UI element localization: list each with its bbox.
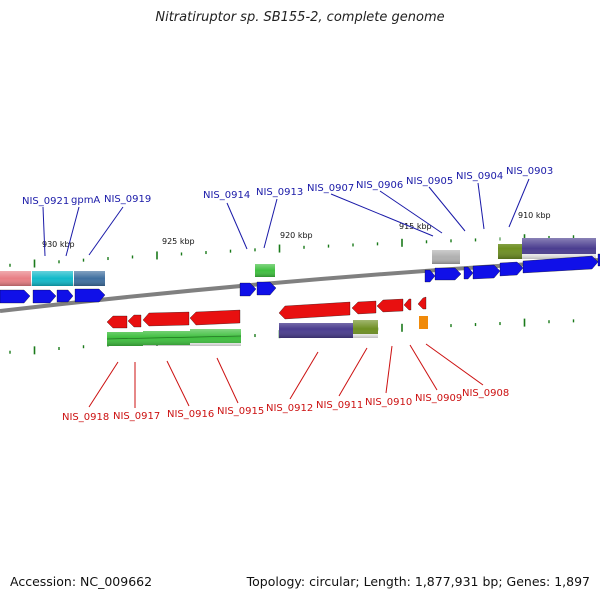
- genome-title: Nitratiruptor sp. SB155-2, complete geno…: [155, 10, 445, 25]
- label-nis-0914[interactable]: NIS_0914: [203, 190, 250, 201]
- gene-nis-0903[interactable]: [522, 255, 599, 274]
- gene-nis-0904[interactable]: [499, 261, 524, 277]
- gene-nis-0906[interactable]: [434, 267, 462, 281]
- gene-nis-0914[interactable]: [239, 282, 257, 297]
- gene-nis-0921[interactable]: [0, 289, 31, 304]
- gene-nis-0919a[interactable]: [56, 289, 74, 303]
- gene-nis-0915[interactable]: [189, 309, 241, 326]
- label-nis-0921[interactable]: NIS_0921: [22, 196, 69, 207]
- gene-nis-0917[interactable]: [127, 314, 142, 328]
- gene-nis-0919[interactable]: [74, 288, 106, 303]
- label-nis-0906[interactable]: NIS_0906: [356, 180, 403, 191]
- gene-nis-0909[interactable]: [403, 298, 412, 311]
- gene-nis-0912[interactable]: [278, 301, 351, 320]
- genome-summary-text: Topology: circular; Length: 1,877,931 bp…: [246, 574, 590, 589]
- label-nis-0910[interactable]: NIS_0910: [365, 397, 412, 408]
- label-nis-0916[interactable]: NIS_0916: [167, 409, 214, 420]
- gene-nis-0905[interactable]: [472, 264, 501, 280]
- accession-text: Accession: NC_009662: [10, 574, 153, 589]
- label-gpma[interactable]: gpmA: [71, 195, 100, 206]
- top-leaders: [42, 178, 530, 257]
- gene-nis-0910[interactable]: [376, 298, 404, 313]
- gene-nis-0913[interactable]: [256, 281, 277, 296]
- label-nis-0909[interactable]: NIS_0909: [415, 393, 462, 404]
- label-nis-0918[interactable]: NIS_0918: [62, 412, 109, 423]
- gene-nis-0916[interactable]: [142, 311, 190, 327]
- gene-nis-0905a[interactable]: [463, 266, 474, 280]
- gene-gpma[interactable]: [32, 289, 57, 304]
- label-nis-0903[interactable]: NIS_0903: [506, 166, 553, 177]
- tick-label-920: 920 kbp: [280, 231, 313, 240]
- gene-nis-0911[interactable]: [351, 300, 377, 315]
- label-nis-0905[interactable]: NIS_0905: [406, 176, 453, 187]
- label-nis-0904[interactable]: NIS_0904: [456, 171, 503, 182]
- label-nis-0907[interactable]: NIS_0907: [307, 183, 354, 194]
- label-nis-0911[interactable]: NIS_0911: [316, 400, 363, 411]
- label-nis-0908[interactable]: NIS_0908: [462, 388, 509, 399]
- label-nis-0919[interactable]: NIS_0919: [104, 194, 151, 205]
- gene-nis-0908[interactable]: [417, 296, 427, 310]
- reverse-feature-bands: [106, 316, 428, 346]
- forward-genes: [0, 253, 600, 304]
- forward-feature-bands: [0, 238, 596, 286]
- gene-nis-0907[interactable]: [424, 269, 436, 283]
- tick-label-925: 925 kbp: [162, 237, 195, 246]
- bottom-leaders: [88, 343, 484, 408]
- tick-label-915: 915 kbp: [399, 222, 432, 231]
- tick-label-910: 910 kbp: [518, 211, 551, 220]
- label-nis-0913[interactable]: NIS_0913: [256, 187, 303, 198]
- label-nis-0915[interactable]: NIS_0915: [217, 406, 264, 417]
- label-nis-0917[interactable]: NIS_0917: [113, 411, 160, 422]
- reverse-genes: [106, 296, 427, 329]
- gene-nis-0918[interactable]: [106, 315, 128, 329]
- label-nis-0912[interactable]: NIS_0912: [266, 403, 313, 414]
- tick-label-930: 930 kbp: [42, 240, 75, 249]
